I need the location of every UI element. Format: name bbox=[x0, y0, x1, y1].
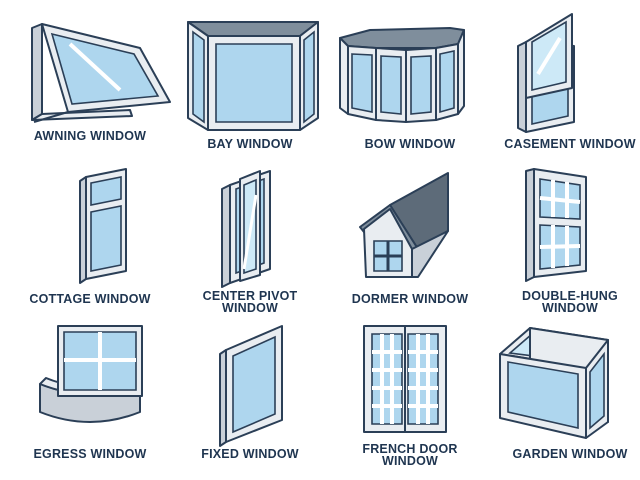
center-pivot-window-icon bbox=[221, 170, 271, 288]
garden-window-icon bbox=[499, 327, 609, 439]
window-label-french-door: FRENCH DOOR WINDOW bbox=[330, 442, 490, 468]
window-card-double-hung: DOUBLE-HUNG WINDOW bbox=[490, 165, 640, 320]
awning-window-icon bbox=[31, 23, 171, 123]
window-card-fixed: FIXED WINDOW bbox=[170, 320, 330, 475]
window-label-line: FIXED WINDOW bbox=[201, 447, 299, 461]
window-label-garden: GARDEN WINDOW bbox=[490, 447, 640, 461]
window-label-double-hung: DOUBLE-HUNG WINDOW bbox=[490, 289, 640, 315]
window-card-french-door: FRENCH DOOR WINDOW bbox=[330, 320, 490, 475]
window-label-line: AWNING WINDOW bbox=[33, 129, 147, 143]
fixed-window-icon bbox=[219, 325, 283, 447]
egress-window-icon bbox=[39, 325, 143, 423]
window-label-line: COTTAGE WINDOW bbox=[29, 292, 151, 306]
window-label-egress: EGRESS WINDOW bbox=[10, 447, 170, 461]
window-label-line: EGRESS WINDOW bbox=[33, 447, 147, 461]
window-card-center-pivot: CENTER PIVOT WINDOW bbox=[170, 165, 330, 320]
window-card-casement: CASEMENT WINDOW bbox=[490, 10, 640, 165]
cottage-window-icon bbox=[79, 168, 127, 284]
window-label-center-pivot: CENTER PIVOT WINDOW bbox=[170, 289, 330, 315]
window-card-garden: GARDEN WINDOW bbox=[490, 320, 640, 475]
window-label-line: CENTER PIVOT bbox=[202, 289, 298, 303]
window-label-bow: BOW WINDOW bbox=[330, 137, 490, 151]
window-label-cottage: COTTAGE WINDOW bbox=[10, 292, 170, 306]
window-label-line: FRENCH DOOR bbox=[362, 442, 458, 456]
window-card-bow: BOW WINDOW bbox=[330, 10, 490, 165]
window-card-awning: AWNING WINDOW bbox=[10, 10, 171, 165]
window-label-bay: BAY WINDOW bbox=[170, 137, 330, 151]
window-label-line: GARDEN WINDOW bbox=[512, 447, 628, 461]
window-label-casement: CASEMENT WINDOW bbox=[490, 137, 640, 151]
bay-window-icon bbox=[187, 21, 319, 131]
window-card-bay: BAY WINDOW bbox=[170, 10, 330, 165]
window-label-line: BAY WINDOW bbox=[207, 137, 293, 151]
french-door-window-icon bbox=[363, 325, 447, 433]
window-card-egress: EGRESS WINDOW bbox=[10, 320, 170, 475]
window-card-dormer: DORMER WINDOW bbox=[330, 165, 490, 320]
window-label-line: BOW WINDOW bbox=[364, 137, 456, 151]
window-label-line: DORMER WINDOW bbox=[351, 292, 469, 306]
window-label-fixed: FIXED WINDOW bbox=[170, 447, 330, 461]
window-label-line: CASEMENT WINDOW bbox=[504, 137, 636, 151]
casement-window-icon bbox=[517, 13, 575, 133]
window-label-line: WINDOW bbox=[541, 301, 599, 315]
window-label-line: DOUBLE-HUNG bbox=[522, 289, 618, 303]
window-card-cottage: COTTAGE WINDOW bbox=[10, 165, 170, 320]
window-label-line: WINDOW bbox=[221, 301, 279, 315]
window-label-line: WINDOW bbox=[381, 454, 439, 468]
dormer-window-icon bbox=[359, 172, 449, 278]
bow-window-icon bbox=[339, 27, 465, 123]
window-label-awning: AWNING WINDOW bbox=[10, 129, 170, 143]
window-label-dormer: DORMER WINDOW bbox=[330, 292, 490, 306]
double-hung-window-icon bbox=[525, 168, 587, 282]
